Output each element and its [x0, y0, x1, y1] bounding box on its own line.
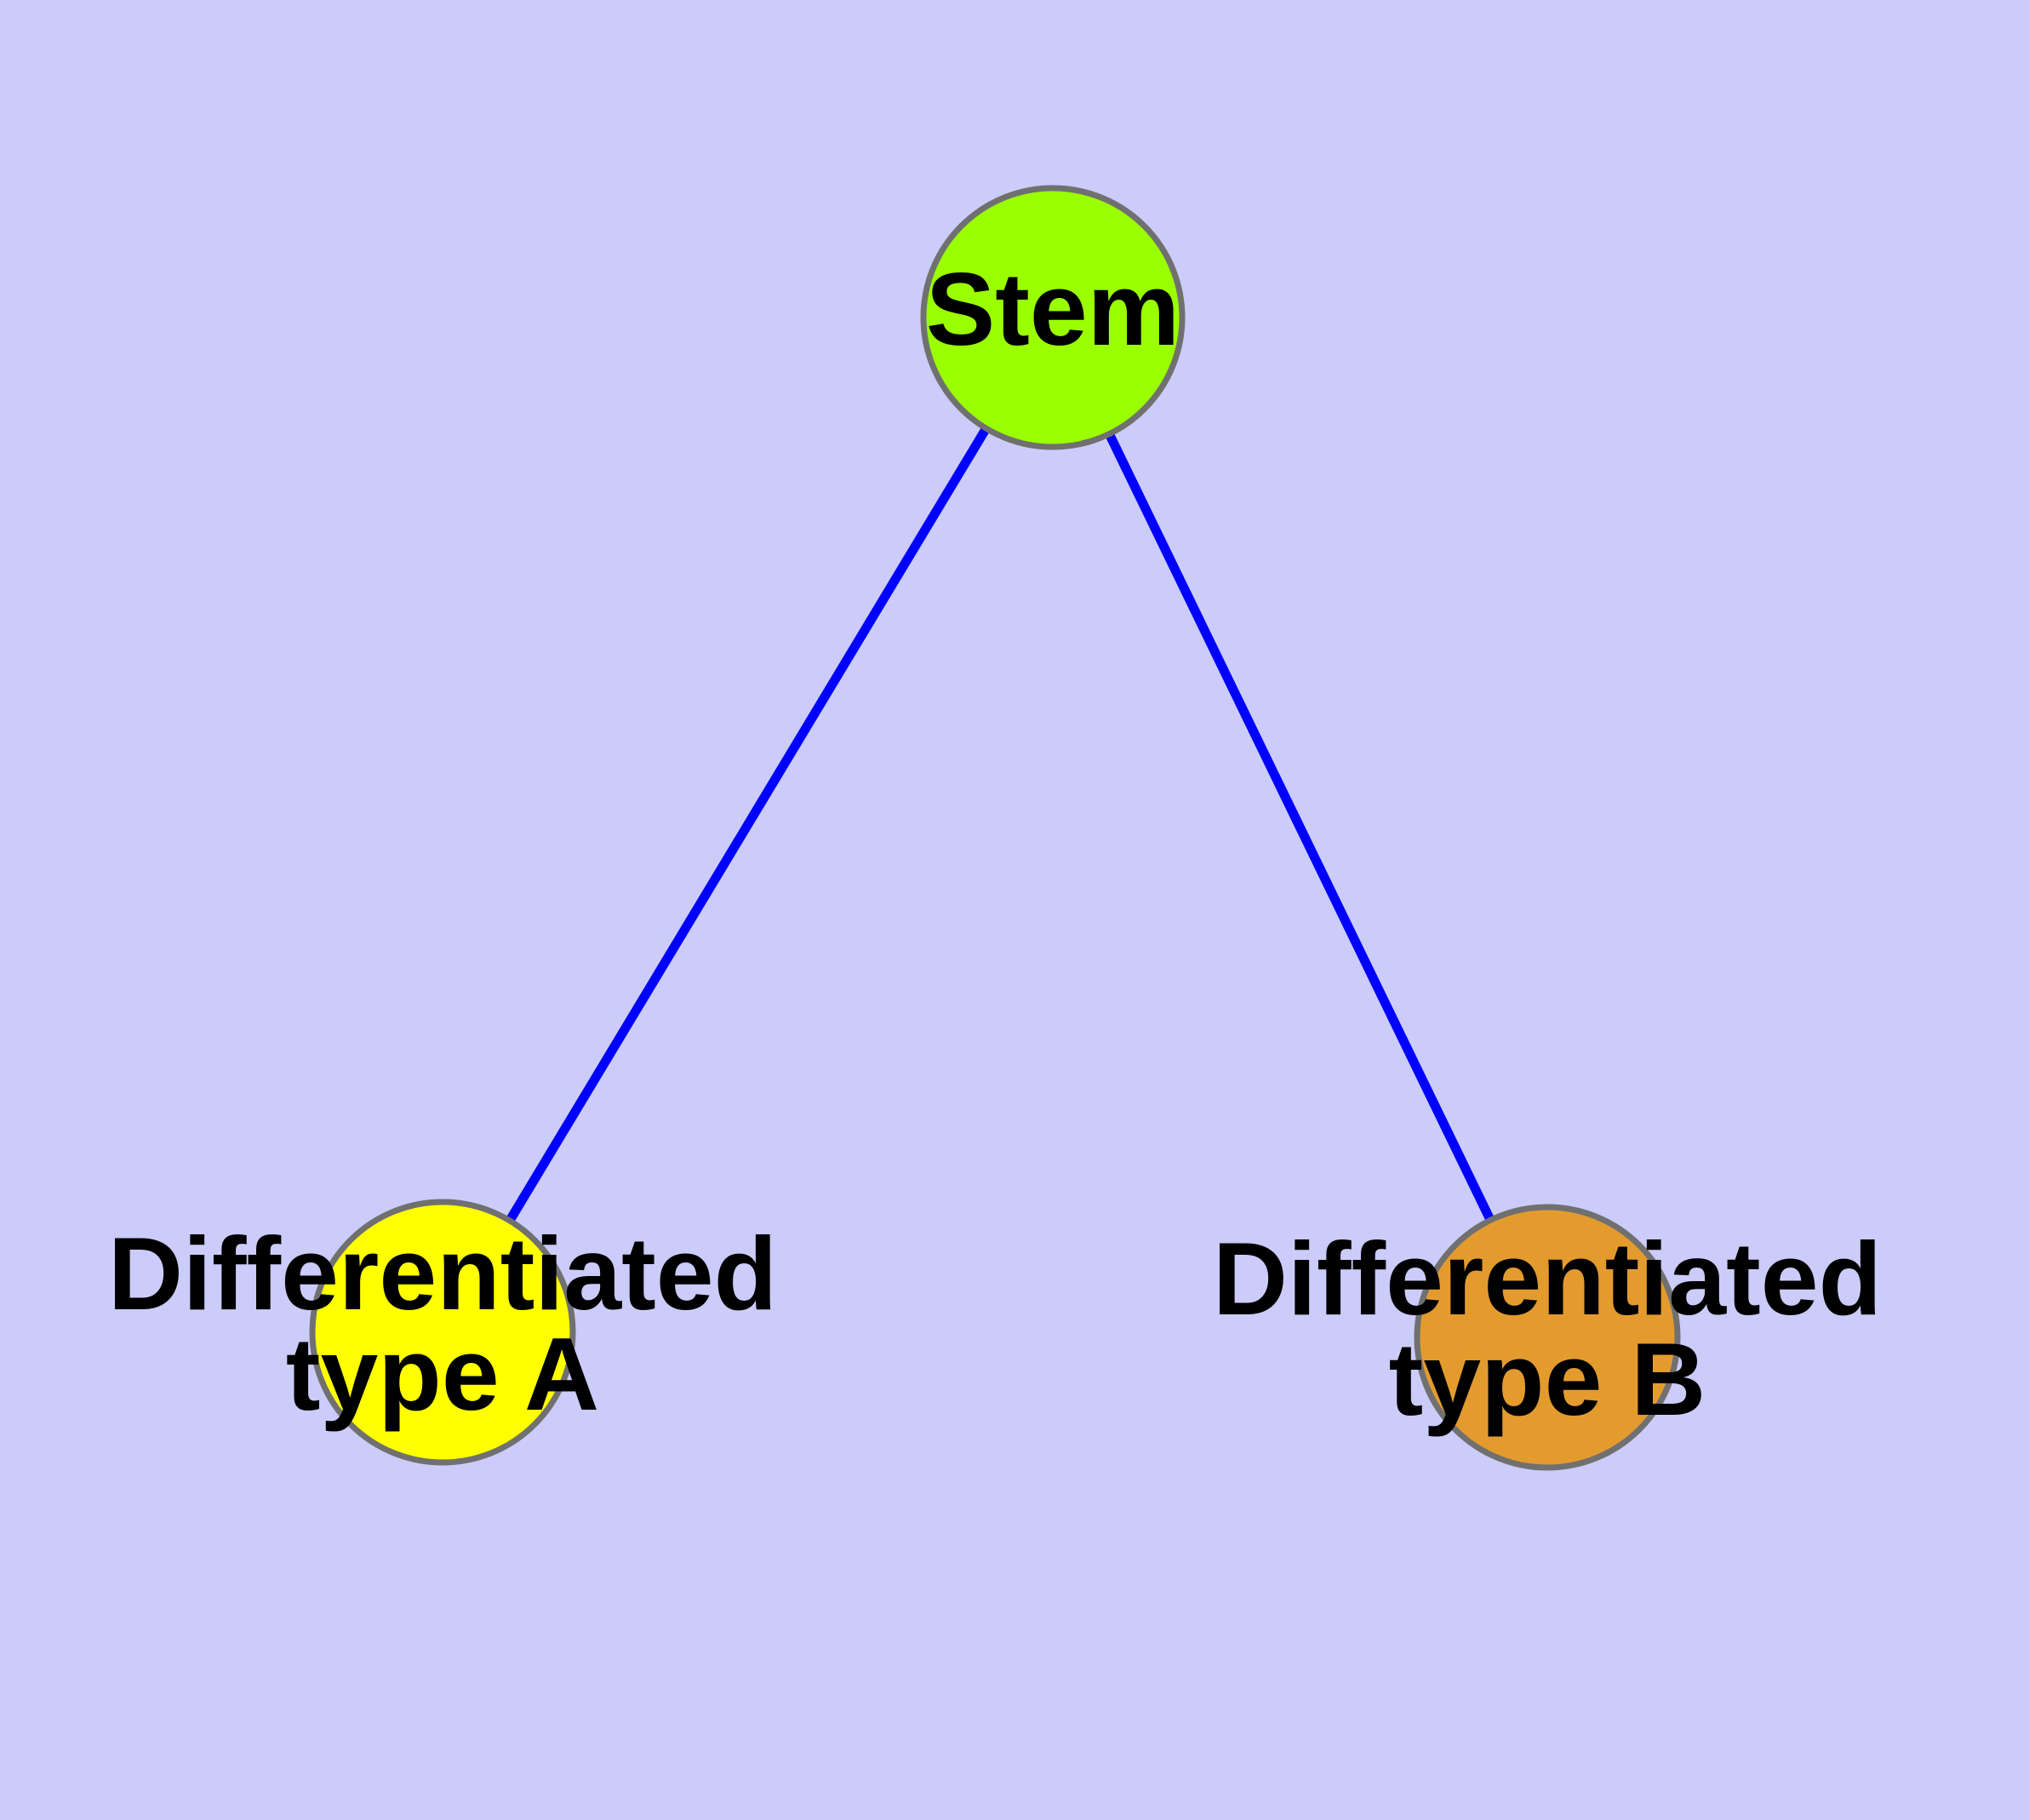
- node-differentiated-type-a-label-line2: type A: [286, 1316, 599, 1432]
- node-differentiated-type-a[interactable]: Differentiated type A: [108, 1199, 777, 1466]
- node-differentiated-type-b-label-line1: Differentiated: [1213, 1221, 1882, 1336]
- edge-stem-to-differentiated-type-a[interactable]: [438, 315, 1057, 1335]
- node-stem-circle[interactable]: [920, 185, 1186, 450]
- node-differentiated-type-b-circle[interactable]: [1414, 1204, 1681, 1471]
- edge-stem-to-differentiated-type-b[interactable]: [1049, 315, 1552, 1340]
- node-stem[interactable]: Stem: [920, 185, 1186, 450]
- node-differentiated-type-a-circle[interactable]: [309, 1199, 576, 1466]
- edge-layer: [438, 315, 1552, 1340]
- node-differentiated-type-b[interactable]: Differentiated type B: [1213, 1204, 1882, 1471]
- node-differentiated-type-b-label-line2: type B: [1389, 1321, 1706, 1437]
- node-stem-label-line1: Stem: [926, 251, 1180, 367]
- node-differentiated-type-a-label-line1: Differentiated: [108, 1216, 777, 1331]
- node-layer: Stem Differentiated type A Differentiate…: [108, 185, 1882, 1471]
